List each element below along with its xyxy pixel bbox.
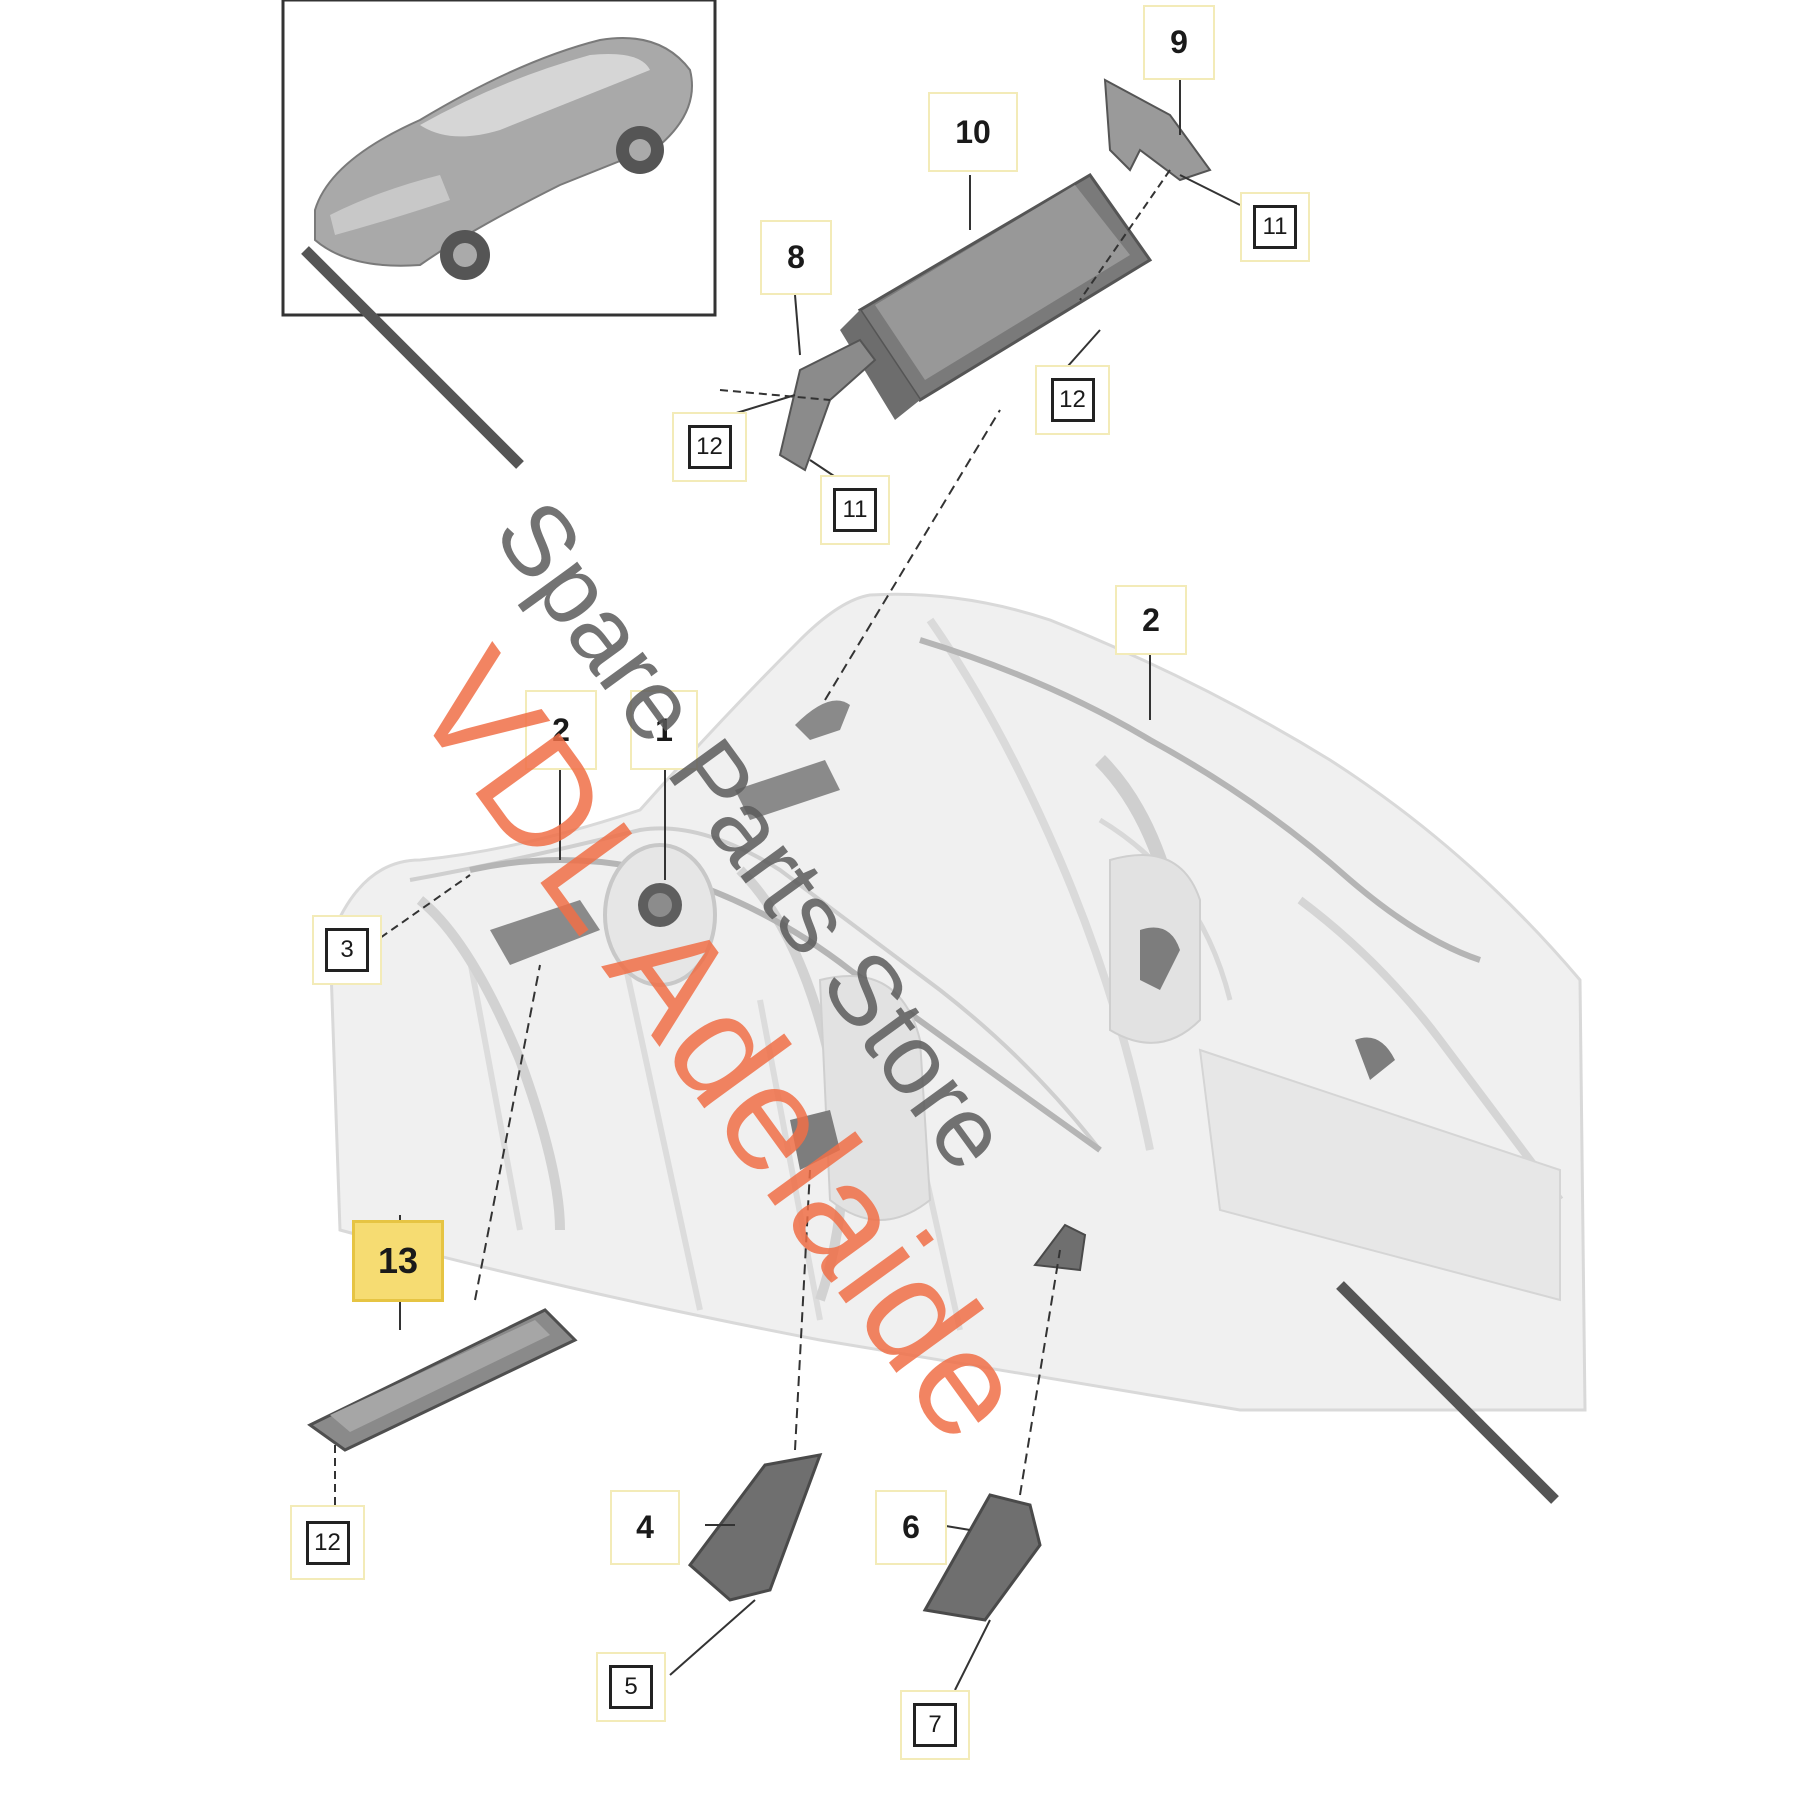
part-rear-airbag-module [1033, 1223, 1087, 1272]
callout-12-mid: 12 [672, 412, 747, 482]
callout-7: 7 [900, 1690, 970, 1760]
callout-3-text: 3 [325, 928, 369, 972]
part-9-bracket [1103, 78, 1212, 182]
part-8-bracket [778, 338, 877, 472]
callout-13-highlighted: 13 [352, 1220, 444, 1302]
part-13-knee-airbag [307, 1308, 578, 1452]
callout-3: 3 [312, 915, 382, 985]
callout-9: 9 [1143, 5, 1215, 80]
callout-12-mid-text: 12 [687, 425, 732, 469]
part-4-side-airbag [687, 1453, 823, 1602]
steering-wheel-airbag [603, 843, 717, 987]
callout-5-text: 5 [609, 1665, 653, 1709]
callout-12-bottom-text: 12 [305, 1520, 350, 1565]
vehicle-body-outline [328, 592, 1587, 1412]
callout-4: 4 [610, 1490, 680, 1565]
callout-2-right: 2 [1115, 585, 1187, 655]
callout-6: 6 [875, 1490, 947, 1565]
callout-5: 5 [596, 1652, 666, 1722]
callout-10: 10 [928, 92, 1018, 172]
callout-2-left: 2 [525, 690, 597, 770]
callout-12-bottom: 12 [290, 1505, 365, 1580]
callout-11-mid-text: 11 [833, 488, 877, 532]
part-10-passenger-airbag [840, 173, 1153, 420]
callout-8: 8 [760, 220, 832, 295]
callout-11-mid: 11 [820, 475, 890, 545]
part-6-side-airbag [922, 1493, 1042, 1622]
vehicle-thumbnail [281, 0, 717, 317]
callout-12-top-text: 12 [1050, 378, 1095, 422]
callout-12-top: 12 [1035, 365, 1110, 435]
callout-7-text: 7 [913, 1703, 957, 1747]
callout-1: 1 [630, 690, 698, 770]
callout-11-top: 11 [1240, 192, 1310, 262]
watermark-bars [301, 246, 1559, 1504]
callout-11-top-text: 11 [1253, 205, 1297, 249]
